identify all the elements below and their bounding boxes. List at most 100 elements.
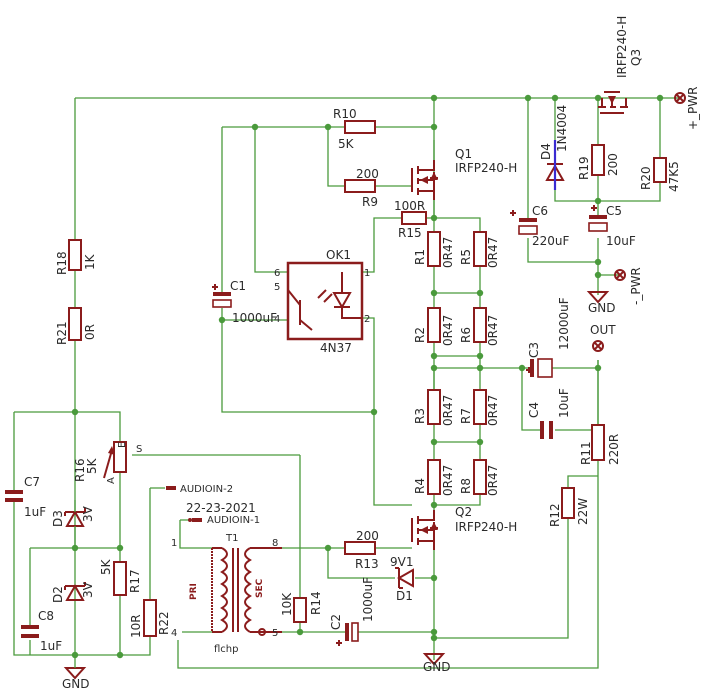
- r20-name: R20: [639, 166, 653, 190]
- r20-value: 47K5: [667, 161, 681, 192]
- c3-name: C3: [527, 342, 541, 358]
- r12-name: R12: [548, 503, 562, 527]
- pot-a-label: A: [106, 477, 117, 484]
- c2-plate: [345, 623, 349, 641]
- r18-value: 1K: [83, 253, 97, 270]
- r21-value: 0R: [83, 324, 97, 340]
- minus-pwr-label: -_PWR: [629, 267, 643, 305]
- c1-value: 1000uF: [232, 311, 277, 325]
- r17-body: [113, 561, 127, 596]
- c2-name: C2: [329, 614, 343, 630]
- r7-body: [473, 389, 487, 425]
- r15-name: R15: [398, 226, 422, 240]
- r22-body: [143, 599, 157, 637]
- gnd-mid-label: GND: [423, 660, 451, 674]
- c5-body: [588, 222, 608, 232]
- t1-pin4: 4: [171, 628, 177, 639]
- gnd-right-symbol: [586, 291, 610, 304]
- q1-name: Q1: [455, 147, 472, 161]
- c3-body: [537, 358, 553, 378]
- q2-value: IRFP240-H: [455, 520, 517, 534]
- r18-body: [68, 239, 82, 271]
- c4-value: 10uF: [557, 388, 571, 418]
- c4-name: C4: [527, 402, 541, 418]
- r14-value: 10K: [280, 592, 294, 616]
- t1-pin5: 5: [272, 628, 278, 639]
- r6-value: 0R47: [486, 315, 500, 346]
- q3-symbol: [598, 91, 628, 114]
- r2-value: 0R47: [441, 315, 455, 346]
- c8-value: 1uF: [40, 639, 62, 653]
- r2-body: [427, 307, 441, 343]
- pot-s-label: S: [136, 444, 142, 455]
- minus-pwr-terminal: [614, 269, 626, 281]
- d2-value: 3V: [81, 581, 95, 598]
- r4-body: [427, 459, 441, 495]
- c2-body: [351, 622, 359, 642]
- r13-body: [344, 541, 376, 555]
- plus-pwr-terminal: [674, 92, 686, 104]
- r10-value: 5K: [338, 137, 355, 151]
- r13-value: 200: [356, 529, 379, 543]
- c7-plate-a: [5, 490, 23, 494]
- out-terminal: [592, 340, 604, 352]
- d4-name: D4: [539, 143, 553, 160]
- t1-model: flchp: [214, 644, 238, 655]
- c7-value: 1uF: [24, 505, 46, 519]
- audioin2-label: AUDIOIN-2: [180, 484, 233, 495]
- r5-name: R5: [459, 249, 473, 265]
- c4-plate-b: [549, 421, 553, 439]
- r7-name: R7: [459, 408, 473, 424]
- r1-body: [427, 231, 441, 267]
- r8-name: R8: [459, 478, 473, 494]
- c5-name: C5: [606, 204, 622, 218]
- q1-symbol: [411, 140, 438, 218]
- r21-name: R21: [55, 321, 69, 345]
- r16-name: R16: [73, 458, 87, 482]
- r8-value: 0R47: [486, 465, 500, 496]
- r6-name: R6: [459, 327, 473, 343]
- r17-value: 5K: [99, 558, 113, 575]
- ok1-pin5: 5: [274, 282, 280, 293]
- r10-body: [344, 120, 376, 134]
- resistors: [68, 120, 667, 637]
- d2-name: D2: [51, 586, 65, 603]
- r12-value: 22W: [576, 498, 590, 525]
- r10-name: R10: [333, 107, 357, 121]
- r17-name: R17: [128, 569, 142, 593]
- gnd-mid-symbol: [422, 653, 446, 666]
- ok1-pin6: 6: [274, 268, 280, 279]
- c5-plate: [589, 215, 607, 219]
- out-label: OUT: [590, 323, 616, 337]
- r1-value: 0R47: [441, 237, 455, 268]
- d3-name: D3: [51, 510, 65, 527]
- c3-value: 12000uF: [557, 297, 571, 350]
- r4-value: 0R47: [441, 465, 455, 496]
- q3-value: IRFP240-H: [615, 16, 629, 78]
- r12-body: [561, 487, 575, 519]
- r20-body: [653, 157, 667, 183]
- q1-value: IRFP240-H: [455, 161, 517, 175]
- r11-value: 220R: [607, 434, 621, 465]
- r6-body: [473, 307, 487, 343]
- r1-name: R1: [413, 249, 427, 265]
- r11-body: [591, 424, 605, 461]
- c1-body: [212, 299, 232, 308]
- r5-value: 0R47: [486, 237, 500, 268]
- c4-plate-a: [540, 421, 544, 439]
- r21-body: [68, 307, 82, 341]
- c7-plate-b: [5, 498, 23, 502]
- r3-name: R3: [413, 408, 427, 424]
- ok1-name: OK1: [326, 248, 351, 262]
- r14-body: [293, 597, 307, 623]
- power-symbols: [63, 92, 686, 680]
- r16-body: [113, 441, 127, 473]
- d1-name: D1: [396, 589, 413, 603]
- t1-pri: PRI: [189, 583, 199, 600]
- r7-value: 0R47: [486, 395, 500, 426]
- r18-name: R18: [55, 251, 69, 275]
- pot-wiper: [103, 449, 113, 479]
- d3-value: 3V: [81, 505, 95, 522]
- ok1-value: 4N37: [320, 341, 352, 355]
- r9-value: 200: [356, 167, 379, 181]
